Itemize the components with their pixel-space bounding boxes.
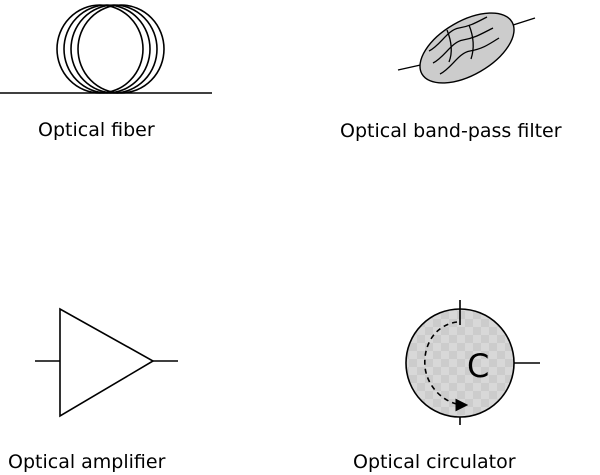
circulator-arrow bbox=[424, 321, 469, 412]
fiber-loop-2 bbox=[63, 4, 151, 94]
optical-fiber-icon bbox=[0, 4, 212, 94]
circulator-disc bbox=[405, 308, 515, 418]
circulator-letter: C bbox=[467, 347, 489, 385]
fiber-loop-3 bbox=[70, 4, 158, 94]
band-pass-filter-icon bbox=[397, 12, 536, 84]
optical-amplifier-label: Optical amplifier bbox=[8, 451, 166, 473]
fiber-loop-4 bbox=[77, 4, 165, 94]
fiber-loop-1 bbox=[56, 4, 144, 94]
optical-fiber-label: Optical fiber bbox=[38, 119, 155, 141]
optical-circulator-icon: C bbox=[405, 300, 540, 425]
optical-circulator-label: Optical circulator bbox=[353, 451, 516, 473]
amplifier-triangle bbox=[59, 307, 155, 418]
band-pass-filter-label: Optical band-pass filter bbox=[340, 120, 562, 142]
filter-body bbox=[419, 12, 515, 84]
optical-amplifier-icon bbox=[35, 307, 178, 418]
